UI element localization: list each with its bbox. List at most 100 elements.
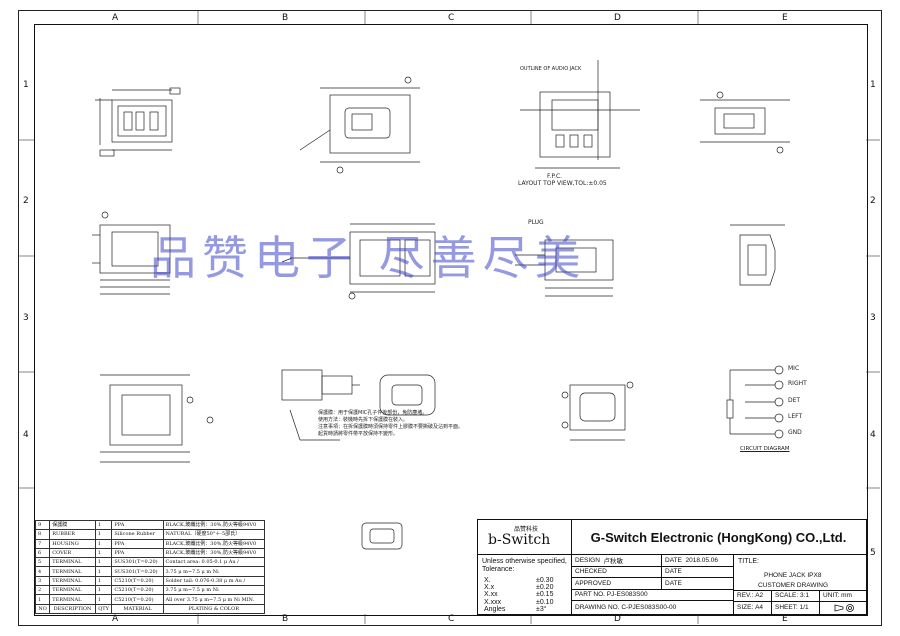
bom-header-cell: DESCRIPTION <box>49 603 96 614</box>
bom-cell: 1 <box>34 594 51 605</box>
zone-label-4-left: 4 <box>23 430 29 440</box>
rev-cell: REV.: A2 <box>734 590 772 602</box>
zone-label-3-left: 3 <box>23 313 29 323</box>
zone-label-c-bottom: C <box>448 614 455 624</box>
bom-cell: 1 <box>94 566 113 577</box>
zone-label-5-right: 5 <box>870 548 876 558</box>
pin-det: DET <box>788 397 801 404</box>
zone-label-e-top: E <box>782 13 788 23</box>
bom-cell: 1 <box>94 529 113 540</box>
approved-label: APPROVED <box>575 579 612 587</box>
bom-cell: 3.75 μ m~7.5 μ m Ni <box>162 566 266 577</box>
bom-cell: PPA <box>111 538 164 549</box>
fpc-layout-title: LAYOUT TOP VIEW,TOL:±0.05 <box>518 180 607 187</box>
bom-cell: PPA <box>111 519 164 531</box>
view-e2 <box>730 224 785 286</box>
title-line-2: CUSTOMER DRAWING <box>758 582 829 589</box>
part-no-cell: PART NO. PJ-ES083S00 <box>572 589 734 601</box>
view-b2 <box>281 223 436 300</box>
part-no-label: PART NO. <box>575 591 605 599</box>
inner-border <box>34 24 868 616</box>
outline-label: OUTLINE OF AUDIO JACK <box>520 66 582 72</box>
watermark: 品赞电子 尽善尽美 <box>150 231 587 285</box>
bom-cell: TERMINAL <box>49 557 96 568</box>
third-angle-projection-icon <box>834 603 854 612</box>
checked-label: CHECKED <box>575 568 607 576</box>
scale-label: SCALE: <box>775 592 799 600</box>
bom-cell: TERMINAL <box>49 575 96 587</box>
plug-label: PLUG <box>528 219 544 226</box>
checked-date-label: DATE <box>665 568 682 576</box>
rev-label: REV.: <box>737 592 754 600</box>
zone-label-e-bottom: E <box>782 614 788 624</box>
bom-cell: 1 <box>94 538 113 549</box>
company-name: G-Switch Electronic (HongKong) CO.,Ltd. <box>571 520 866 555</box>
protect-film-note: 保護膜：用于保護MIC孔子件後部份，免防塵堵。 使用方法：裝機時先拆下保護膜在裝… <box>318 410 464 437</box>
bom-cell: PPA <box>111 547 164 559</box>
title-block: 品赞科技 b-Switch G-Switch Electronic (HongK… <box>477 519 867 615</box>
tolerance-block: Unless otherwise specified, Tolerance: X… <box>478 555 572 614</box>
bom-cell: COVER <box>49 547 96 559</box>
bom-cell: SUS301(T=0.20) <box>111 566 164 577</box>
checked-cell: CHECKED <box>572 566 662 578</box>
zone-label-3-right: 3 <box>870 313 876 323</box>
bom-cell: C5210(T=0.20) <box>111 585 164 596</box>
bom-cell: 4 <box>34 566 51 577</box>
date-label: DATE <box>665 556 682 564</box>
tolerance-label: X.xx <box>484 591 498 599</box>
title-cell: TITLE: PHONE JACK IPX8 CUSTOMER DRAWING <box>734 555 866 601</box>
tolerance-label: X.x <box>484 584 495 592</box>
bom-cell: RUBBER <box>49 529 96 540</box>
pin-left: LEFT <box>788 413 803 420</box>
tolerance-value: ±3° <box>536 605 547 613</box>
title-line-1: PHONE JACK IPX8 <box>764 572 822 579</box>
zone-label-4-right: 4 <box>870 430 876 440</box>
unit-label: UNIT: <box>823 592 840 600</box>
zone-label-c-top: C <box>448 13 455 23</box>
bom-cell: NATURAL（硬度50°＋-5邵氏） <box>162 529 266 540</box>
drawing-no: C-PJES083S00-00 <box>621 604 677 611</box>
tolerance-label: X. <box>484 577 491 584</box>
sheet-label: SHEET: <box>775 604 798 612</box>
bom-cell: TERMINAL <box>49 585 96 596</box>
bom-cell: 1 <box>94 519 113 531</box>
design-label: DESIGN <box>575 556 600 564</box>
zone-label-d-bottom: D <box>614 614 621 624</box>
part-no: PJ-ES083S00 <box>606 591 648 599</box>
view-c2 <box>515 239 614 297</box>
bom-cell: 3.75 μ m~7.5 μ m Ni <box>162 585 266 596</box>
view-b3 <box>281 369 360 441</box>
bom-cell: 2 <box>34 585 51 596</box>
size-value: A4 <box>755 604 764 612</box>
company-logo: 品赞科技 b-Switch <box>478 520 572 555</box>
zone-label-b-bottom: B <box>282 614 289 624</box>
bom-cell: 8 <box>34 529 51 540</box>
zone-label-b-top: B <box>282 13 289 23</box>
scale-value: 3:1 <box>799 592 809 600</box>
tolerance-intro: Unless otherwise specified, Tolerance: <box>482 558 567 573</box>
view-d1 <box>520 60 640 169</box>
tolerance-label: X.xxx <box>484 598 502 606</box>
bom-cell: BLACK,玻纖比例：30%,防火等級94V0 <box>162 538 266 549</box>
sheet-cell: SHEET: 1/1 <box>772 601 820 614</box>
pin-gnd: GND <box>788 429 802 436</box>
zone-label-1-right: 1 <box>870 80 876 90</box>
logo-en-text: b-Switch <box>488 532 551 548</box>
tolerance-value: ±0.10 <box>536 598 554 606</box>
approved-cell: APPROVED <box>572 578 662 590</box>
zone-label-a-bottom: A <box>112 614 119 624</box>
bom-cell: 1 <box>94 585 113 596</box>
zone-label-d-top: D <box>614 13 621 23</box>
zone-label-1-left: 1 <box>23 80 29 90</box>
bom-header-cell: MATERIAL <box>111 603 164 614</box>
unit-value: mm <box>841 592 852 600</box>
zone-label-2-right: 2 <box>870 196 876 206</box>
bom-cell: 1 <box>94 594 113 605</box>
